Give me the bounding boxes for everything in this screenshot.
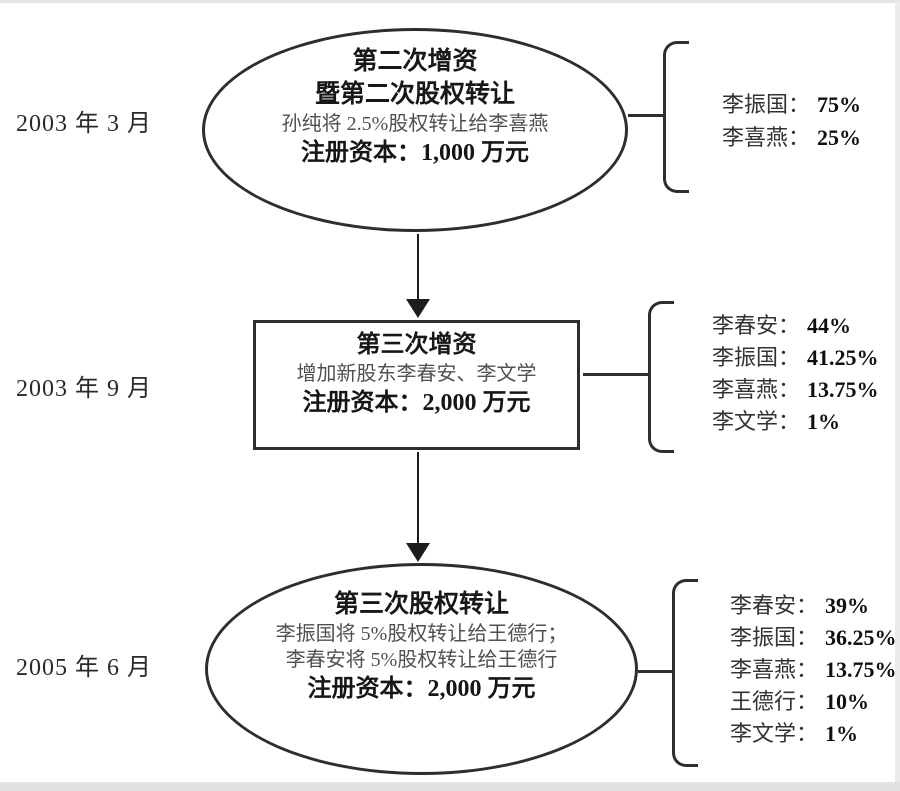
shareholder-name: 李喜燕：: [730, 657, 819, 682]
shareholder-name: 李喜燕：: [712, 377, 801, 402]
event-node-second-capital-increase: 第二次增资 暨第二次股权转让 孙纯将 2.5%股权转让给李喜燕 注册资本：1,0…: [202, 28, 628, 232]
down-arrow-icon: [406, 543, 430, 562]
shareholder-list: 李振国： 75% 李喜燕： 25%: [722, 88, 861, 154]
event-node-third-equity-transfer: 第三次股权转让 李振国将 5%股权转让给王德行； 李春安将 5%股权转让给王德行…: [205, 563, 638, 775]
shareholder-name: 李春安：: [730, 593, 819, 618]
node-detail-line: 增加新股东李春安、李文学: [296, 363, 537, 385]
flow-arrow-line: [417, 234, 419, 300]
shareholder-name: 李振国：: [712, 345, 801, 370]
node-to-bracket-connector: [583, 373, 648, 376]
shareholder-row: 李振国： 36.25%: [730, 622, 897, 654]
shareholder-name: 李文学：: [712, 409, 801, 434]
page-edge-bottom: [0, 782, 900, 791]
shareholder-row: 李振国： 41.25%: [712, 342, 879, 374]
shareholder-name: 李喜燕：: [722, 125, 811, 150]
shareholder-row: 李喜燕： 13.75%: [730, 654, 897, 686]
node-to-bracket-connector: [628, 114, 664, 117]
shareholder-list: 李春安： 39% 李振国： 36.25% 李喜燕： 13.75% 王德行： 10…: [730, 590, 897, 750]
bracket-brace: [672, 579, 698, 767]
node-title-line: 第三次股权转让: [333, 591, 509, 618]
shareholder-list: 李春安： 44% 李振国： 41.25% 李喜燕： 13.75% 李文学： 1%: [712, 310, 879, 438]
bracket-brace: [648, 301, 674, 453]
shareholder-percentage: 25%: [817, 125, 862, 150]
node-title-line: 第三次增资: [356, 332, 477, 358]
shareholder-name: 李文学：: [730, 721, 819, 746]
node-detail-line: 孙纯将 2.5%股权转让给李喜燕: [281, 113, 549, 135]
node-title-line: 第二次增资: [352, 48, 478, 75]
shareholder-percentage: 41.25%: [807, 345, 879, 370]
timeline-date-2005-06: 2005 年 6 月: [16, 655, 152, 681]
event-node-third-capital-increase: 第三次增资 增加新股东李春安、李文学 注册资本：2,000 万元: [253, 320, 580, 450]
shareholder-row: 李振国： 75%: [722, 88, 861, 121]
shareholder-percentage: 75%: [817, 92, 862, 117]
shareholder-row: 李春安： 44%: [712, 310, 879, 342]
shareholder-row: 李文学： 1%: [712, 406, 879, 438]
shareholder-percentage: 13.75%: [807, 377, 879, 402]
shareholder-percentage: 10%: [825, 689, 870, 714]
node-detail-line: 李春安将 5%股权转让给王德行: [285, 649, 558, 671]
shareholder-row: 李文学： 1%: [730, 718, 897, 750]
node-title-line: 暨第二次股权转让: [314, 81, 515, 108]
timeline-date-2003-09: 2003 年 9 月: [16, 376, 152, 402]
node-capital-line: 注册资本：2,000 万元: [307, 676, 536, 702]
shareholder-row: 李喜燕： 25%: [722, 121, 861, 154]
shareholder-name: 李振国：: [722, 92, 811, 117]
page-edge-right: [895, 0, 900, 786]
node-detail-line: 李振国将 5%股权转让给王德行；: [275, 623, 568, 645]
shareholder-percentage: 1%: [807, 409, 841, 434]
shareholder-name: 王德行：: [730, 689, 819, 714]
shareholder-row: 李喜燕： 13.75%: [712, 374, 879, 406]
shareholder-percentage: 1%: [825, 721, 859, 746]
shareholder-percentage: 36.25%: [825, 625, 897, 650]
node-to-bracket-connector: [638, 670, 672, 673]
page-edge-top: [0, 0, 900, 3]
shareholder-name: 李振国：: [730, 625, 819, 650]
node-capital-line: 注册资本：1,000 万元: [301, 140, 529, 166]
node-capital-line: 注册资本：2,000 万元: [302, 390, 531, 416]
shareholder-row: 王德行： 10%: [730, 686, 897, 718]
shareholder-percentage: 39%: [825, 593, 870, 618]
down-arrow-icon: [406, 299, 430, 318]
flow-arrow-line: [417, 452, 419, 544]
bracket-brace: [663, 41, 689, 193]
timeline-date-2003-03: 2003 年 3 月: [16, 111, 152, 137]
shareholder-percentage: 13.75%: [825, 657, 897, 682]
shareholder-percentage: 44%: [807, 313, 852, 338]
shareholder-row: 李春安： 39%: [730, 590, 897, 622]
shareholder-name: 李春安：: [712, 313, 801, 338]
